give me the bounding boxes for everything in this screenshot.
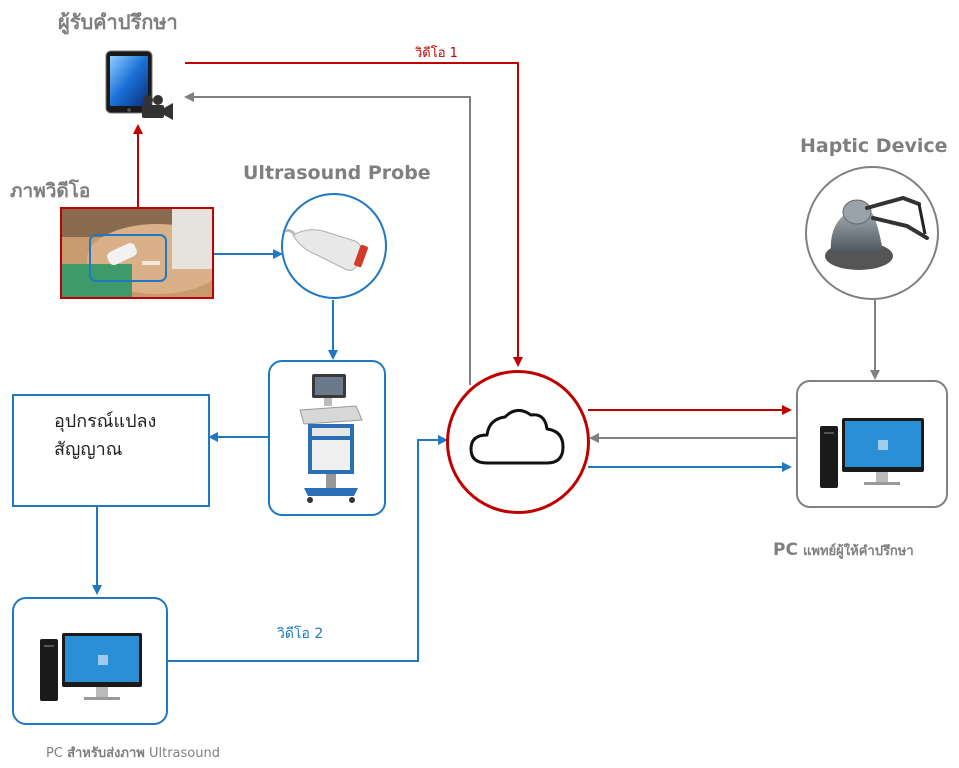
pc-doctor-prefix: PC bbox=[773, 540, 798, 560]
video2-label: วิดีโอ 2 bbox=[277, 626, 324, 642]
pc-ultrasound-mid: สำหรับส่งภาพ bbox=[67, 746, 145, 761]
consultee-label: ผู้รับคำปรึกษา bbox=[58, 10, 178, 34]
video-camera-icon bbox=[140, 94, 174, 120]
ultrasound-machine-icon bbox=[268, 360, 386, 516]
desktop-pc-icon bbox=[40, 633, 142, 701]
ultrasound-probe-icon bbox=[281, 193, 387, 299]
pc-doctor-suffix: แพทย์ผู้ให้คำปรึกษา bbox=[803, 544, 914, 559]
haptic-device-icon bbox=[805, 166, 939, 300]
pc-ultrasound-caption: PC สำหรับส่งภาพ Ultrasound bbox=[46, 742, 220, 763]
pc-doctor-caption: PC แพทย์ผู้ให้คำปรึกษา bbox=[773, 540, 914, 561]
signal-converter-line1: อุปกรณ์แปลง bbox=[54, 411, 157, 432]
signal-converter-line2: สัญญาณ bbox=[54, 439, 123, 460]
pc-ultrasound-box bbox=[12, 597, 168, 725]
haptic-device-label: Haptic Device bbox=[800, 135, 948, 157]
signal-converter-box: อุปกรณ์แปลง สัญญาณ bbox=[12, 394, 210, 507]
ultrasound-probe-label: Ultrasound Probe bbox=[243, 162, 431, 184]
return-to-consultee-line bbox=[184, 92, 471, 385]
video1-label: วิดีโอ 1 bbox=[415, 46, 458, 61]
pc-ultrasound-suffix: Ultrasound bbox=[148, 746, 220, 761]
video-image-photo bbox=[60, 207, 214, 299]
pc-ultrasound-prefix: PC bbox=[46, 746, 63, 761]
video2-line bbox=[168, 435, 448, 662]
pc-doctor-box bbox=[796, 380, 948, 508]
video-image-label: ภาพวิดีโอ bbox=[10, 180, 91, 202]
video1-line bbox=[185, 62, 523, 367]
tablet-icon bbox=[105, 50, 153, 115]
desktop-pc-icon bbox=[820, 418, 924, 488]
cloud-icon bbox=[446, 370, 590, 514]
